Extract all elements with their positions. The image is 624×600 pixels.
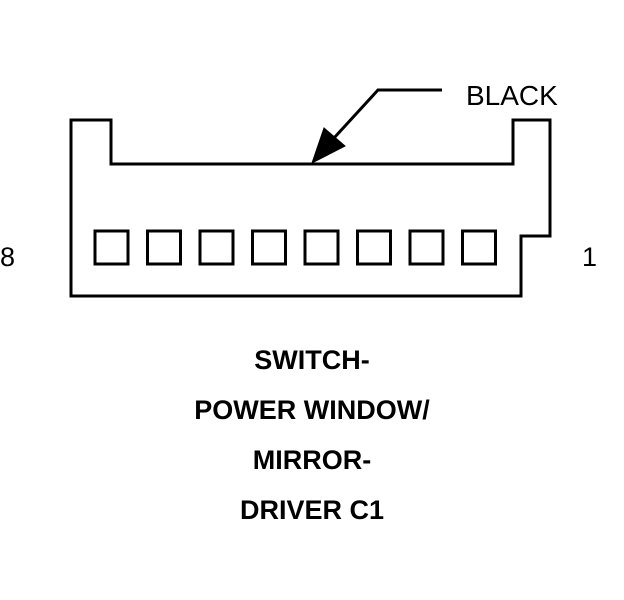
pin-number-left: 8 — [0, 242, 16, 272]
connector-cavity — [146, 229, 182, 266]
connector-outline — [69, 118, 552, 298]
connector-cavity — [356, 229, 392, 266]
title-line-3: MIRROR- — [252, 445, 372, 475]
connector-cavity — [198, 229, 235, 266]
wire-color-label: BLACK — [466, 80, 558, 111]
connector-cavity — [251, 229, 287, 266]
connector-cavity — [408, 229, 445, 266]
pin-number-right: 1 — [582, 242, 598, 272]
connector-cavity — [461, 229, 497, 266]
title-line-2: POWER WINDOW/ — [194, 395, 430, 425]
title-line-1: SWITCH- — [254, 345, 370, 375]
connector-cavity — [303, 229, 340, 266]
cavity-row — [93, 229, 497, 266]
title-line-4: DRIVER C1 — [239, 495, 385, 525]
color-leader-line — [332, 88, 442, 140]
connector-title: SWITCH- POWER WINDOW/ MIRROR- DRIVER C1 — [0, 340, 624, 540]
connector-cavity — [93, 229, 130, 266]
color-leader-arrowhead — [311, 127, 346, 165]
